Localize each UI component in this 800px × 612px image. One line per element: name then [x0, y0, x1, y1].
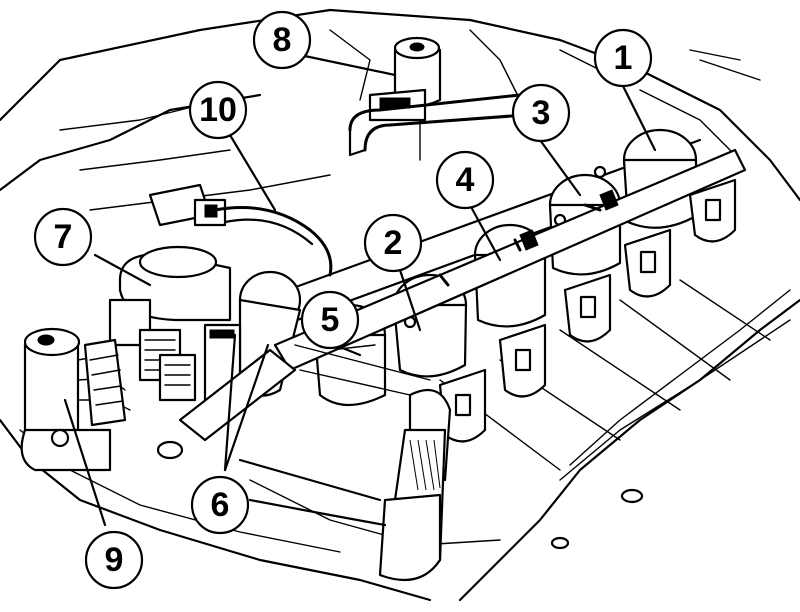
callout-10: 10 — [188, 80, 248, 140]
callout-2: 2 — [363, 213, 423, 273]
upper-components — [148, 36, 527, 277]
callout-3-label: 3 — [532, 94, 551, 132]
callout-10-label: 10 — [199, 91, 237, 129]
callout-1-label: 1 — [614, 39, 633, 77]
callout-5: 5 — [300, 290, 360, 350]
callouts: 1 2 3 4 5 6 7 8 — [33, 10, 653, 590]
callout-9: 9 — [84, 530, 144, 590]
leader-lines — [63, 53, 657, 527]
callout-7: 7 — [33, 207, 93, 267]
wiring-harness — [178, 344, 452, 582]
callout-8: 8 — [252, 10, 312, 70]
callout-4-label: 4 — [456, 161, 475, 199]
callout-8-label: 8 — [273, 21, 292, 59]
callout-4: 4 — [435, 150, 495, 210]
solenoid-7 — [108, 245, 232, 460]
callout-7-label: 7 — [54, 218, 73, 256]
callout-1: 1 — [593, 28, 653, 88]
solenoid-row — [203, 128, 747, 443]
callout-5-label: 5 — [321, 301, 340, 339]
connector-clips — [438, 178, 737, 443]
callout-6: 6 — [190, 475, 250, 535]
sensor-9 — [20, 327, 131, 472]
callout-9-label: 9 — [105, 541, 124, 579]
callout-3: 3 — [511, 83, 571, 143]
callout-6-label: 6 — [211, 486, 230, 524]
callout-2-label: 2 — [384, 224, 403, 262]
